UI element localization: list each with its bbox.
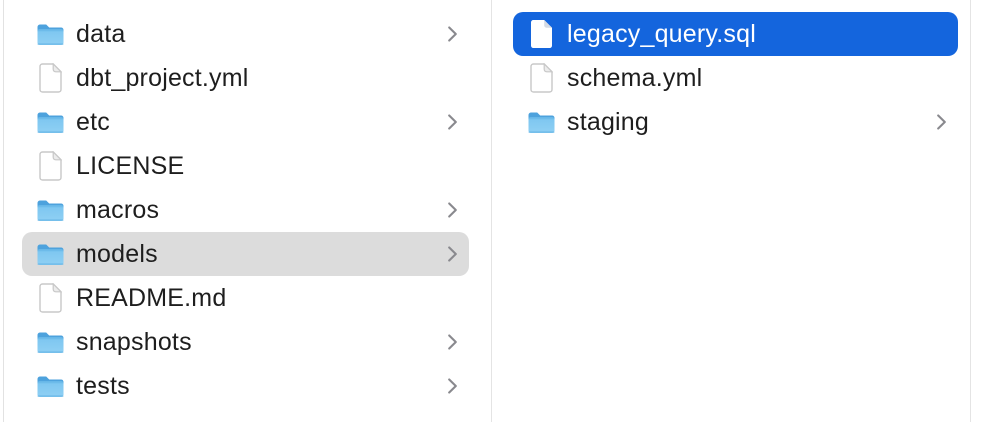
document-icon xyxy=(39,151,62,181)
folder-row-etc[interactable]: etc xyxy=(4,100,491,144)
document-icon xyxy=(530,63,553,93)
chevron-placeholder xyxy=(935,69,947,87)
document-icon xyxy=(531,20,552,48)
chevron-right-icon[interactable] xyxy=(446,245,458,263)
folder-row-staging[interactable]: staging xyxy=(492,100,970,144)
item-label: models xyxy=(76,239,158,268)
item-label: macros xyxy=(76,195,160,224)
column-preview-stub xyxy=(972,0,984,422)
folder-icon xyxy=(37,112,64,133)
item-label: dbt_project.yml xyxy=(76,63,249,92)
item-label: data xyxy=(76,19,126,48)
item-label: README.md xyxy=(76,283,227,312)
chevron-right-icon[interactable] xyxy=(446,113,458,131)
folder-row-data[interactable]: data xyxy=(4,12,491,56)
window-left-edge-divider xyxy=(3,0,4,422)
folder-row-models[interactable]: models xyxy=(4,232,491,276)
folder-row-tests[interactable]: tests xyxy=(4,364,491,408)
file-row-README.md[interactable]: README.md xyxy=(4,276,491,320)
folder-icon xyxy=(37,200,64,221)
file-row-LICENSE[interactable]: LICENSE xyxy=(4,144,491,188)
item-label: LICENSE xyxy=(76,151,185,180)
folder-icon xyxy=(37,376,64,397)
chevron-right-icon[interactable] xyxy=(446,201,458,219)
left-column[interactable]: data dbt_project.yml etc LICENSE macros xyxy=(4,0,492,422)
chevron-placeholder xyxy=(446,157,458,175)
chevron-placeholder xyxy=(935,25,947,43)
folder-icon xyxy=(37,244,64,265)
item-label: etc xyxy=(76,107,110,136)
folder-icon xyxy=(37,24,64,45)
folder-icon xyxy=(528,112,555,133)
item-label: schema.yml xyxy=(567,63,703,92)
file-row-dbt_project.yml[interactable]: dbt_project.yml xyxy=(4,56,491,100)
folder-icon xyxy=(37,332,64,353)
chevron-placeholder xyxy=(446,289,458,307)
item-label: snapshots xyxy=(76,327,192,356)
item-label: staging xyxy=(567,107,650,136)
folder-row-snapshots[interactable]: snapshots xyxy=(4,320,491,364)
chevron-right-icon[interactable] xyxy=(446,25,458,43)
chevron-placeholder xyxy=(446,69,458,87)
item-label: legacy_query.sql xyxy=(567,19,756,48)
folder-row-macros[interactable]: macros xyxy=(4,188,491,232)
chevron-right-icon[interactable] xyxy=(935,113,947,131)
file-row-schema.yml[interactable]: schema.yml xyxy=(492,56,970,100)
document-icon xyxy=(39,283,62,313)
chevron-right-icon[interactable] xyxy=(446,333,458,351)
document-icon xyxy=(39,63,62,93)
chevron-right-icon[interactable] xyxy=(446,377,458,395)
file-row-legacy_query.sql[interactable]: legacy_query.sql xyxy=(492,12,970,56)
item-label: tests xyxy=(76,371,130,400)
right-column[interactable]: legacy_query.sql schema.yml staging xyxy=(492,0,971,422)
